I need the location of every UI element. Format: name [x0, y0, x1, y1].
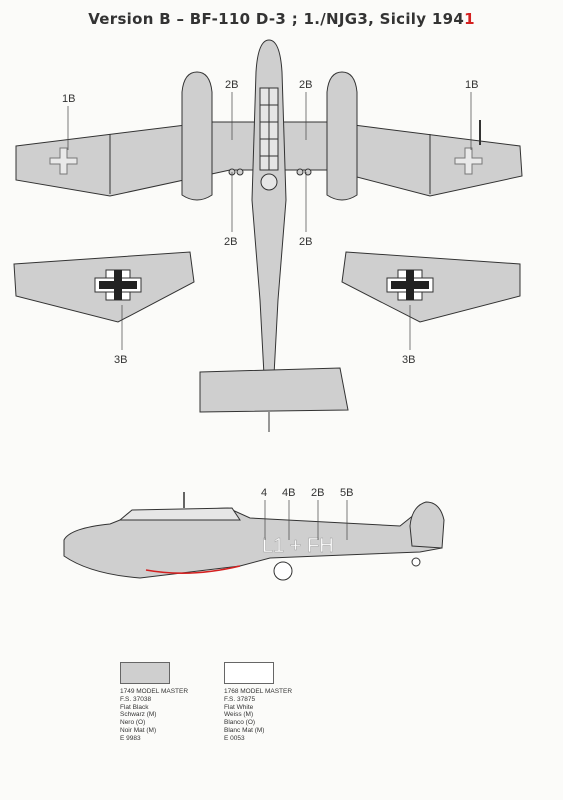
paint-line: 1749 MODEL MASTER [120, 688, 189, 695]
paint-line: F.S. 37038 [120, 695, 152, 703]
top-view-tailplane [199, 367, 349, 413]
side-view-tail-fin [409, 501, 445, 549]
callout-under-left: 3B [114, 354, 127, 366]
fuselage-code: L1 + FH [262, 535, 334, 557]
callout-side-4b: 4B [282, 487, 295, 499]
paint-line: Flat White [224, 703, 254, 711]
paint-info-white: 1768 MODEL MASTER F.S. 37875 Flat White … [224, 688, 292, 743]
paint-swatch-grey [120, 662, 170, 684]
side-view-canopy [118, 507, 241, 521]
paint-line: Blanc Mat (M) [224, 726, 265, 734]
title-red-digit: 1 [464, 10, 475, 28]
side-view-fuselage [63, 504, 443, 579]
paint-line: Weiss (M) [224, 711, 254, 719]
paint-line: E 9983 [120, 734, 141, 742]
paint-line: Nero (O) [120, 719, 146, 727]
callout-fuselage-bottom-right: 2B [299, 236, 312, 248]
callout-fuselage-bottom-left: 2B [224, 236, 237, 248]
paint-swatch-white [224, 662, 274, 684]
right-engine-nacelle [326, 71, 358, 201]
paint-line: Noir Mat (M) [120, 726, 157, 734]
callout-side-5b: 5B [340, 487, 353, 499]
paint-line: Schwarz (M) [120, 711, 157, 719]
paint-line: E 0053 [224, 734, 245, 742]
title-main: Version B – BF-110 D-3 ; 1./NJG3, Sicily… [88, 10, 465, 28]
paint-line: Blanco (O) [224, 719, 256, 727]
paint-line: 1768 MODEL MASTER [224, 688, 293, 695]
paint-info-grey: 1749 MODEL MASTER F.S. 37038 Flat Black … [120, 688, 188, 743]
left-engine-nacelle [181, 71, 213, 201]
red-exhaust-line [145, 565, 241, 574]
callout-under-right: 3B [402, 354, 415, 366]
callout-fuselage-top-left: 2B [225, 79, 238, 91]
callout-wing-right: 1B [465, 79, 478, 91]
callout-wing-left: 1B [62, 93, 75, 105]
paint-line: F.S. 37875 [224, 695, 256, 703]
main-wheel [273, 561, 293, 581]
paint-line: Flat Black [120, 703, 149, 711]
callout-side-4: 4 [261, 487, 267, 499]
callout-fuselage-top-right: 2B [299, 79, 312, 91]
page-title: Version B – BF-110 D-3 ; 1./NJG3, Sicily… [0, 10, 563, 28]
callout-side-2b: 2B [311, 487, 324, 499]
tail-wheel [411, 557, 421, 567]
